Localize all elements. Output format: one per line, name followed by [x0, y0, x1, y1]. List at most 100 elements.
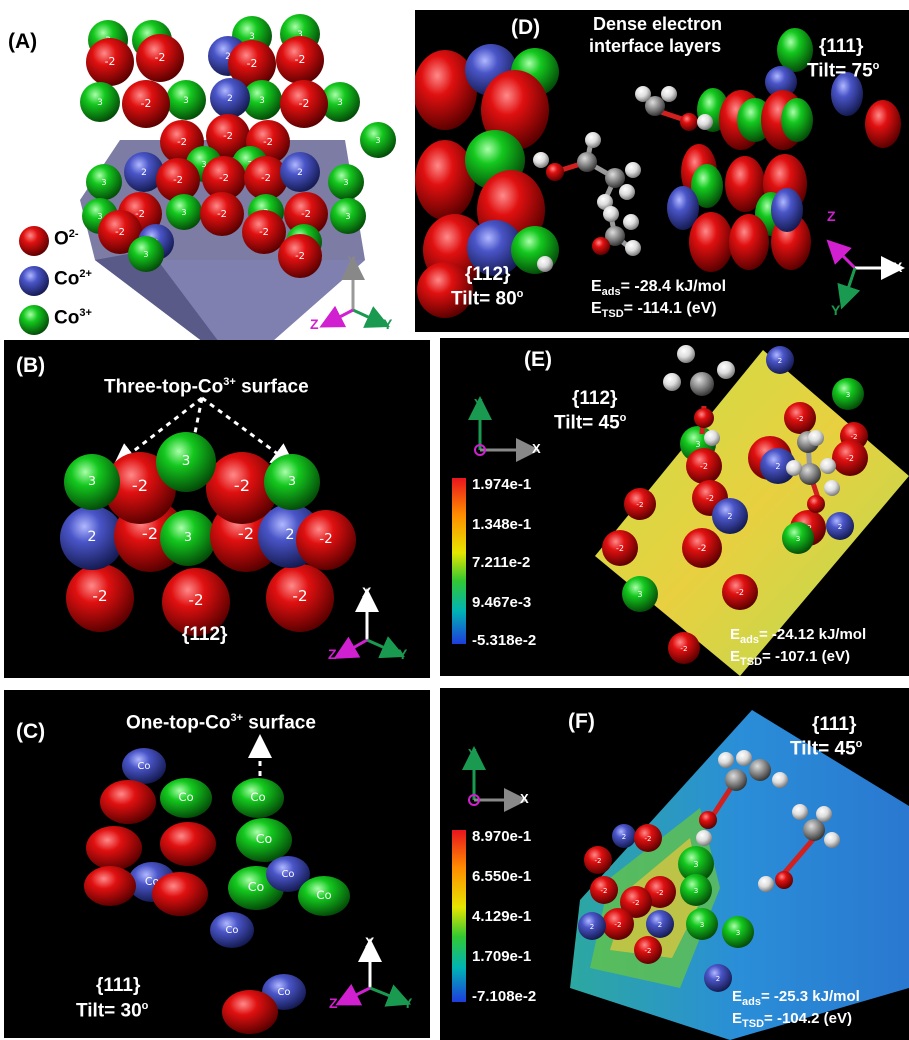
oxygen-atom	[266, 564, 334, 632]
panel-c-axes	[335, 938, 412, 1007]
atom-label: Co	[278, 987, 291, 998]
panel-d-axis-z: Z	[827, 208, 836, 224]
oxygen-atom	[228, 40, 276, 88]
hydrogen-atom	[625, 162, 641, 178]
panel-a-axis-x: X	[347, 253, 357, 269]
oxygen-atom	[206, 452, 278, 524]
co3-atom	[330, 198, 366, 234]
panel-e-colorbar-tick-1: 1.974e-1	[472, 476, 532, 493]
carbon-atom	[725, 769, 747, 791]
oxygen-atom	[244, 156, 288, 200]
panel-c-axis-y: Y	[403, 995, 413, 1011]
panel-f-facet: {111}	[812, 714, 857, 735]
atom-label: Co	[256, 831, 273, 846]
co3-atom	[832, 378, 864, 410]
co2-atom	[760, 448, 796, 484]
oxygen-atom	[98, 210, 142, 254]
oxygen-atom	[100, 780, 156, 824]
atom-label: 3	[97, 98, 103, 108]
atom-label: 2	[622, 833, 626, 841]
oxygen-atom	[644, 876, 676, 908]
atom-label: 2	[285, 527, 294, 543]
atom-label: -2	[219, 173, 229, 184]
panel-e-molecules	[663, 345, 840, 513]
oxygen-atom	[156, 158, 200, 202]
atom-label: 3	[700, 920, 705, 929]
atom-label: -2	[736, 587, 744, 597]
atom-label: 3	[736, 928, 741, 937]
panel-c-axis-x: X	[365, 934, 375, 950]
oxygen-atom	[602, 908, 634, 940]
atom-label: 3	[343, 177, 348, 187]
atom-label: Co	[282, 869, 295, 880]
oxygen-atom	[86, 38, 134, 86]
atom-label: 3	[288, 473, 296, 488]
co3-atom	[722, 916, 754, 948]
panel-e-facet: {112}	[572, 388, 618, 409]
panel-e-tilt: Tilt= 45o	[554, 412, 627, 434]
co2-atom	[831, 72, 863, 116]
oxygen-atom	[417, 262, 473, 318]
hydrogen-atom	[677, 345, 695, 363]
atom-label: -2	[142, 524, 158, 543]
atom-label: 3	[637, 589, 642, 599]
oxygen-atom	[152, 872, 208, 916]
panel-e-axis-x: X	[532, 441, 541, 456]
oxygen-atom	[136, 34, 184, 82]
atom-label: -2	[595, 857, 602, 865]
atom-label: 3	[201, 159, 206, 169]
oxygen-atom	[775, 871, 793, 889]
co2-atom	[667, 186, 699, 230]
co3-atom	[264, 454, 320, 510]
atom-label: -2	[132, 476, 148, 495]
atom-label: -2	[259, 227, 269, 238]
panel-e-axes	[468, 396, 540, 462]
atom-label: 2	[716, 975, 720, 983]
hydrogen-atom	[792, 804, 808, 820]
hydrogen-atom	[824, 832, 840, 848]
panel-e-potential-surface	[595, 350, 909, 676]
panel-b-label: (B)	[16, 354, 46, 377]
atom-label: 3	[183, 96, 189, 106]
panel-e-colorbar-tick-5: -5.318e-2	[472, 632, 537, 649]
panel-e-label: (E)	[524, 348, 552, 371]
co3-atom	[691, 164, 723, 208]
atom-label: -2	[706, 493, 714, 503]
oxygen-atom	[624, 488, 656, 520]
panel-c-label: (C)	[16, 720, 46, 743]
panel-f-colorbar	[452, 830, 466, 1002]
atom-label: 3	[143, 249, 148, 259]
atom-label: -2	[115, 227, 125, 238]
panel-b-axis-z: Z	[328, 646, 337, 662]
co3-atom	[320, 82, 360, 122]
co2-atom	[60, 506, 124, 570]
atom-label: Co	[226, 925, 239, 936]
panel-d-tilt-right: Tilt= 75o	[807, 60, 880, 82]
co2-atom	[578, 912, 606, 940]
panel-f-colorbar-tick-1: 8.970e-1	[472, 828, 532, 845]
hydrogen-atom	[533, 152, 549, 168]
co3-atom	[160, 778, 212, 818]
co2-atom	[124, 152, 164, 192]
co3-atom	[80, 82, 120, 122]
panel-f-axis-x: X	[520, 791, 529, 806]
atom-label: -2	[223, 131, 233, 142]
panel-b-axis-y: Y	[398, 646, 408, 662]
atom-label: 3	[88, 473, 96, 488]
atom-label: 3	[695, 439, 700, 449]
oxygen-atom	[634, 824, 662, 852]
co2-atom	[467, 220, 523, 276]
oxygen-atom	[200, 192, 244, 236]
carbon-atom	[577, 152, 597, 172]
co2-atom	[771, 188, 803, 232]
panel-e-colorbar-tick-4: 9.467e-3	[472, 594, 532, 611]
co3-atom	[622, 576, 658, 612]
oxygen-atom	[546, 163, 564, 181]
oxygen-atom	[729, 214, 769, 270]
co3-atom	[160, 510, 216, 566]
co2-atom	[122, 748, 166, 784]
hydrogen-atom	[537, 256, 553, 272]
